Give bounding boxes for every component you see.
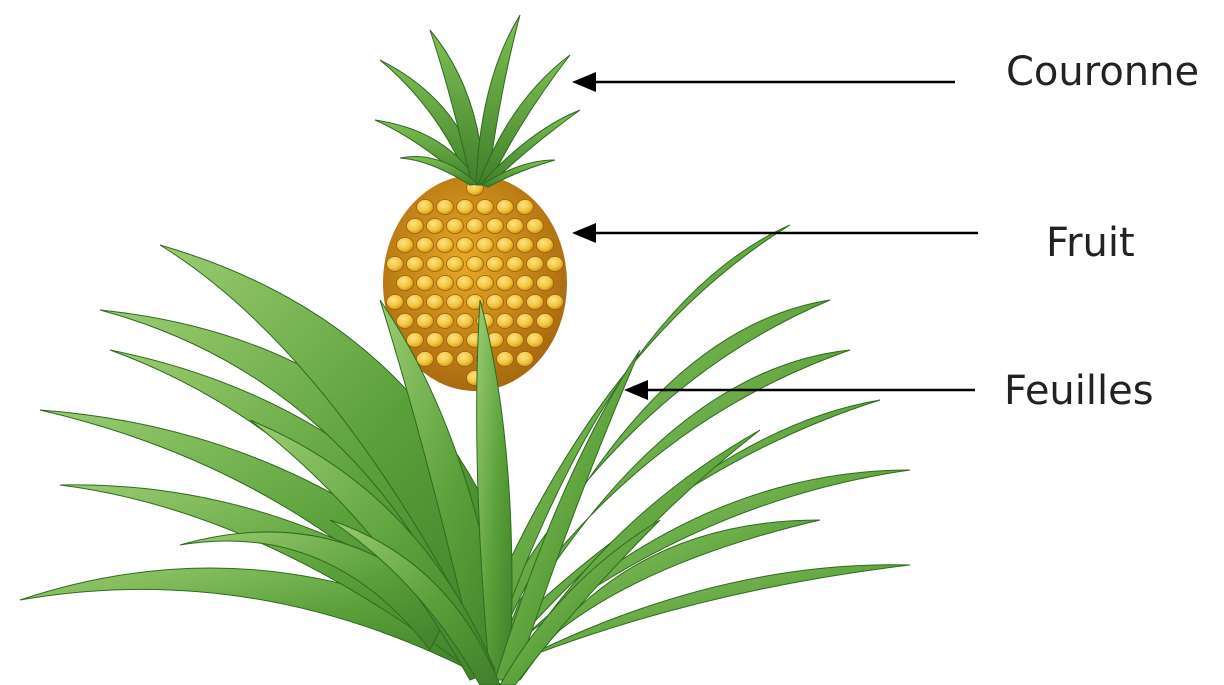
fruit-scale — [427, 219, 444, 234]
fruit-scale — [477, 200, 494, 215]
label-feuilles: Feuilles — [1004, 371, 1154, 411]
label-couronne: Couronne — [1006, 52, 1199, 92]
fruit-scale — [547, 257, 564, 272]
fruit-scale — [467, 219, 484, 234]
arrow-fruit — [572, 223, 978, 243]
fruit-scale — [487, 219, 504, 234]
fruit-scale — [457, 238, 474, 253]
fruit-scale — [447, 333, 464, 348]
fruit-scale — [417, 238, 434, 253]
fruit-scale — [417, 314, 434, 329]
fruit-scale — [467, 257, 484, 272]
label-fruit: Fruit — [1046, 223, 1135, 263]
fruit-scale — [457, 200, 474, 215]
fruit-scale — [507, 257, 524, 272]
fruit-scale — [437, 200, 454, 215]
fruit-scale — [537, 238, 554, 253]
fruit-scale — [517, 238, 534, 253]
fruit-scale — [407, 219, 424, 234]
fruit-scale — [437, 314, 454, 329]
fruit-scale — [457, 276, 474, 291]
fruit-scale — [417, 352, 434, 367]
fruit-scale — [477, 238, 494, 253]
crown — [375, 15, 580, 187]
fruit-scale — [427, 257, 444, 272]
fruit-scale — [427, 295, 444, 310]
fruit-scale — [407, 295, 424, 310]
arrows — [572, 72, 978, 400]
fruit-scale — [387, 257, 404, 272]
fruit-scale — [527, 257, 544, 272]
fruit-scale — [507, 219, 524, 234]
arrow-crown — [572, 72, 955, 92]
fruit-scale — [487, 295, 504, 310]
fruit-scale — [537, 314, 554, 329]
fruit-scale — [477, 276, 494, 291]
fruit-scale — [497, 276, 514, 291]
fruit-scale — [387, 295, 404, 310]
fruit-scale — [407, 333, 424, 348]
fruit-scale — [407, 257, 424, 272]
fruit-scale — [447, 219, 464, 234]
fruit-scale — [397, 238, 414, 253]
fruit-scale — [507, 295, 524, 310]
leaf — [495, 350, 640, 680]
leaf — [500, 300, 830, 640]
fruit-scale — [527, 333, 544, 348]
fruit-scale — [497, 238, 514, 253]
fruit-scale — [437, 352, 454, 367]
fruit-scale — [497, 314, 514, 329]
fruit-scale — [417, 276, 434, 291]
fruit-scale — [517, 352, 534, 367]
fruit-scale — [487, 257, 504, 272]
fruit-scale — [437, 276, 454, 291]
fruit-scale — [537, 276, 554, 291]
fruit-scale — [517, 200, 534, 215]
fruit-scale — [527, 219, 544, 234]
fruit-scale — [457, 314, 474, 329]
fruit-scale — [527, 295, 544, 310]
fruit-scale — [447, 257, 464, 272]
fruit-scale — [497, 352, 514, 367]
fruit-scale — [457, 352, 474, 367]
fruit-scale — [517, 276, 534, 291]
fruit-scale — [417, 200, 434, 215]
fruit-scale — [437, 238, 454, 253]
fruit-scale — [507, 333, 524, 348]
fruit-scale — [397, 314, 414, 329]
fruit-scale — [517, 314, 534, 329]
fruit-scale — [427, 333, 444, 348]
fruit-scale — [447, 295, 464, 310]
fruit-scale — [397, 276, 414, 291]
fruit-scale — [547, 295, 564, 310]
fruit-scale — [497, 200, 514, 215]
